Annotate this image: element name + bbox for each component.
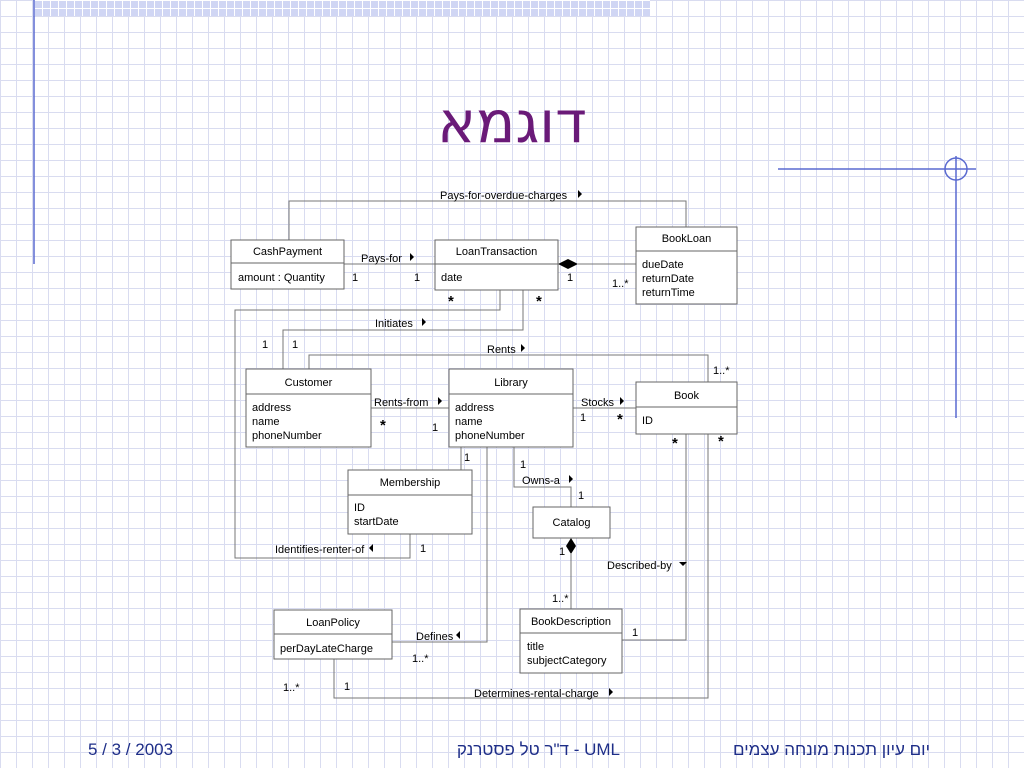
arrow-down-icon bbox=[679, 562, 687, 566]
class-membership: Membership ID startDate bbox=[347, 469, 473, 535]
footer-date: 5 / 3 / 2003 bbox=[88, 740, 174, 759]
class-name: Library bbox=[494, 377, 528, 389]
mult: 1..* bbox=[612, 278, 629, 290]
class-attribute: name bbox=[252, 416, 280, 428]
mult: 1 bbox=[352, 272, 358, 284]
label-determines-rental-charge: Determines-rental-charge bbox=[474, 688, 599, 700]
label-initiates: Initiates bbox=[375, 318, 413, 330]
arrow-right-icon bbox=[620, 397, 624, 405]
class-attribute: date bbox=[441, 272, 462, 284]
arrow-right-icon bbox=[422, 318, 426, 326]
composition-diamond-loantransaction bbox=[558, 259, 578, 269]
arrow-right-icon bbox=[578, 190, 582, 198]
class-loantransaction: LoanTransaction date bbox=[434, 239, 559, 291]
mult: 1 bbox=[632, 627, 638, 639]
mult: 1 bbox=[414, 272, 420, 284]
class-name: LoanPolicy bbox=[306, 617, 360, 629]
class-attribute: ID bbox=[642, 415, 653, 427]
arrow-left-icon bbox=[456, 631, 460, 639]
class-attribute: phoneNumber bbox=[252, 430, 322, 442]
class-bookloan: BookLoan dueDate returnDate returnTime bbox=[635, 226, 738, 305]
footer-event: יום עיון תכנות מונחה עצמים bbox=[733, 740, 930, 759]
mult: * bbox=[380, 417, 386, 434]
arrow-right-icon bbox=[569, 475, 573, 483]
mult: 1..* bbox=[713, 365, 730, 377]
label-stocks: Stocks bbox=[581, 397, 615, 409]
mult: 1..* bbox=[552, 593, 569, 605]
mult: 1 bbox=[464, 452, 470, 464]
footer-author: UML - ד"ר טל פסטרנק bbox=[456, 740, 620, 759]
arrow-right-icon bbox=[521, 344, 525, 352]
mult: 1 bbox=[559, 546, 565, 558]
class-name: Customer bbox=[285, 377, 333, 389]
mult: 1 bbox=[344, 681, 350, 693]
mult: * bbox=[536, 293, 542, 310]
class-name: BookLoan bbox=[662, 233, 712, 245]
mult: 1..* bbox=[283, 682, 300, 694]
class-name: Book bbox=[674, 390, 700, 402]
mult: 1 bbox=[567, 272, 573, 284]
direction-arrows bbox=[369, 190, 687, 696]
class-name: Membership bbox=[380, 477, 441, 489]
class-attribute: returnTime bbox=[642, 287, 695, 299]
mult: * bbox=[448, 293, 454, 310]
class-attribute: phoneNumber bbox=[455, 430, 525, 442]
label-owns-a: Owns-a bbox=[522, 475, 561, 487]
class-attribute: returnDate bbox=[642, 273, 694, 285]
class-customer: Customer address name phoneNumber bbox=[245, 368, 372, 448]
class-bookdescription: BookDescription title subjectCategory bbox=[519, 608, 623, 674]
association-lines bbox=[234, 200, 709, 699]
class-attribute: address bbox=[455, 402, 495, 414]
arrow-left-icon bbox=[369, 544, 373, 552]
class-cashpayment: CashPayment amount : Quantity bbox=[230, 239, 345, 290]
label-described-by: Described-by bbox=[607, 560, 672, 572]
class-library: Library address name phoneNumber bbox=[448, 368, 574, 448]
label-pays-for-overdue-charges: Pays-for-overdue-charges bbox=[440, 190, 568, 202]
class-attribute: startDate bbox=[354, 516, 399, 528]
mult: * bbox=[617, 411, 623, 428]
slide-title: דוגמא bbox=[437, 88, 587, 156]
mult: 1 bbox=[432, 422, 438, 434]
class-attribute: ID bbox=[354, 502, 365, 514]
mult: 1 bbox=[520, 459, 526, 471]
class-attribute: dueDate bbox=[642, 259, 684, 271]
mult: 1 bbox=[578, 490, 584, 502]
mult: * bbox=[718, 433, 724, 450]
class-attribute: name bbox=[455, 416, 483, 428]
class-attribute: subjectCategory bbox=[527, 655, 607, 667]
class-attribute: title bbox=[527, 641, 544, 653]
class-name: LoanTransaction bbox=[456, 246, 538, 258]
composition-diamond-catalog bbox=[566, 538, 576, 554]
mult: 1 bbox=[580, 412, 586, 424]
class-name: Catalog bbox=[553, 517, 591, 529]
arrow-right-icon bbox=[609, 688, 613, 696]
arrow-right-icon bbox=[410, 253, 414, 261]
mult: * bbox=[672, 435, 678, 452]
class-loanpolicy: LoanPolicy perDayLateCharge bbox=[273, 609, 393, 660]
mult: 1..* bbox=[412, 653, 429, 665]
header-band bbox=[34, 0, 650, 16]
mult: 1 bbox=[420, 543, 426, 555]
class-name: CashPayment bbox=[253, 246, 322, 258]
class-attribute: address bbox=[252, 402, 292, 414]
class-book: Book ID bbox=[635, 381, 738, 435]
label-identifies-renter-of: Identifies-renter-of bbox=[275, 544, 365, 556]
slide-decoration bbox=[33, 0, 976, 418]
class-name: BookDescription bbox=[531, 616, 611, 628]
label-rents-from: Rents-from bbox=[374, 397, 428, 409]
class-attribute: amount : Quantity bbox=[238, 272, 325, 284]
mult: 1 bbox=[262, 339, 268, 351]
arrow-right-icon bbox=[438, 397, 442, 405]
label-rents: Rents bbox=[487, 344, 516, 356]
class-attribute: perDayLateCharge bbox=[280, 643, 373, 655]
label-pays-for: Pays-for bbox=[361, 253, 402, 265]
mult: 1 bbox=[292, 339, 298, 351]
class-catalog: Catalog bbox=[532, 506, 611, 539]
label-defines: Defines bbox=[416, 631, 454, 643]
